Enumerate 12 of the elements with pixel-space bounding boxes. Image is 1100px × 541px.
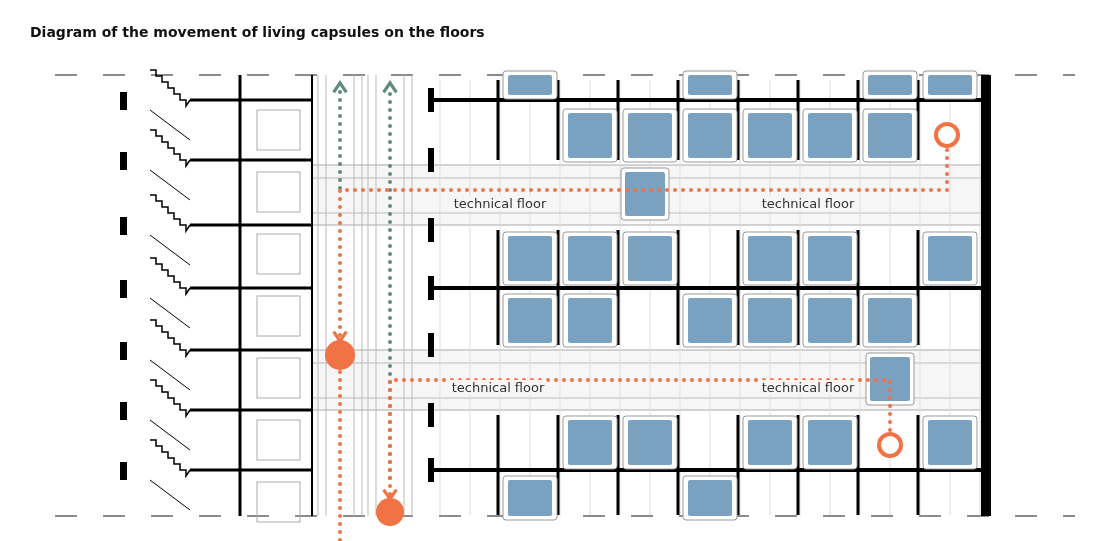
floor-label: technical floor	[449, 380, 547, 395]
floor-label: technical floor	[759, 196, 857, 211]
movement-path	[382, 378, 892, 501]
movement-path	[332, 148, 949, 343]
ring-marker	[932, 120, 962, 150]
diagram-title: Diagram of the movement of living capsules on the floors	[30, 24, 485, 40]
floor-label: technical floor	[759, 380, 857, 395]
floor-label: technical floor	[451, 196, 549, 211]
circle-marker	[374, 496, 406, 528]
ring-marker	[875, 430, 905, 460]
circle-marker	[323, 338, 357, 372]
movement-path	[338, 370, 342, 541]
